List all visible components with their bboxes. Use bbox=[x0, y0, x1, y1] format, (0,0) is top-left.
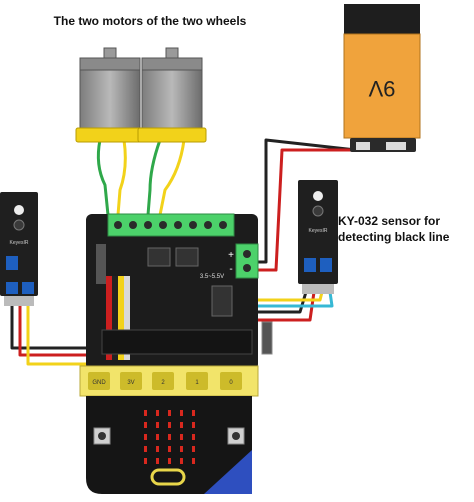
battery-label: 9V bbox=[368, 76, 395, 101]
wire-battery-red bbox=[246, 148, 374, 272]
driver-board: + - 3.5~5.5V bbox=[86, 213, 273, 370]
diagram-title: The two motors of the two wheels bbox=[53, 14, 247, 28]
battery-9v: 9V bbox=[343, 4, 421, 152]
power-range: 3.5~5.5V bbox=[200, 274, 224, 280]
microbit-pad-gnd: GND bbox=[92, 380, 106, 386]
microbit-logo bbox=[150, 468, 186, 486]
microbit: GND 3V 2 1 0 bbox=[79, 365, 259, 494]
microbit-pad-1: 1 bbox=[195, 380, 199, 386]
sensor-right: KeyesIR bbox=[298, 180, 338, 294]
motor-left bbox=[75, 47, 145, 143]
wire-motor1-green bbox=[96, 138, 110, 217]
motor-right bbox=[137, 47, 207, 143]
wire-motor2-yellow bbox=[158, 138, 186, 217]
sensor-label-line1: KY-032 sensor for bbox=[338, 214, 441, 228]
sensor-label-line2: detecting black line bbox=[338, 230, 450, 244]
sensor-label: KY-032 sensor for detecting black line bbox=[338, 213, 474, 245]
power-plus: + bbox=[228, 250, 234, 261]
sensor-left: KeyesIR bbox=[0, 192, 38, 306]
wire-motor1-yellow bbox=[116, 138, 127, 217]
microbit-led-matrix bbox=[144, 410, 195, 464]
right-sensor-text: KeyesIR bbox=[309, 228, 328, 234]
microbit-pad-3v: 3V bbox=[127, 380, 134, 386]
header-pins bbox=[96, 244, 130, 360]
microbit-pads: GND 3V 2 1 0 bbox=[88, 372, 242, 390]
microbit-pad-0: 0 bbox=[229, 380, 233, 386]
wire-motor2-green bbox=[146, 138, 162, 217]
power-minus: - bbox=[229, 264, 232, 275]
left-sensor-text: KeyesIR bbox=[10, 240, 29, 246]
microbit-pad-2: 2 bbox=[161, 380, 165, 386]
